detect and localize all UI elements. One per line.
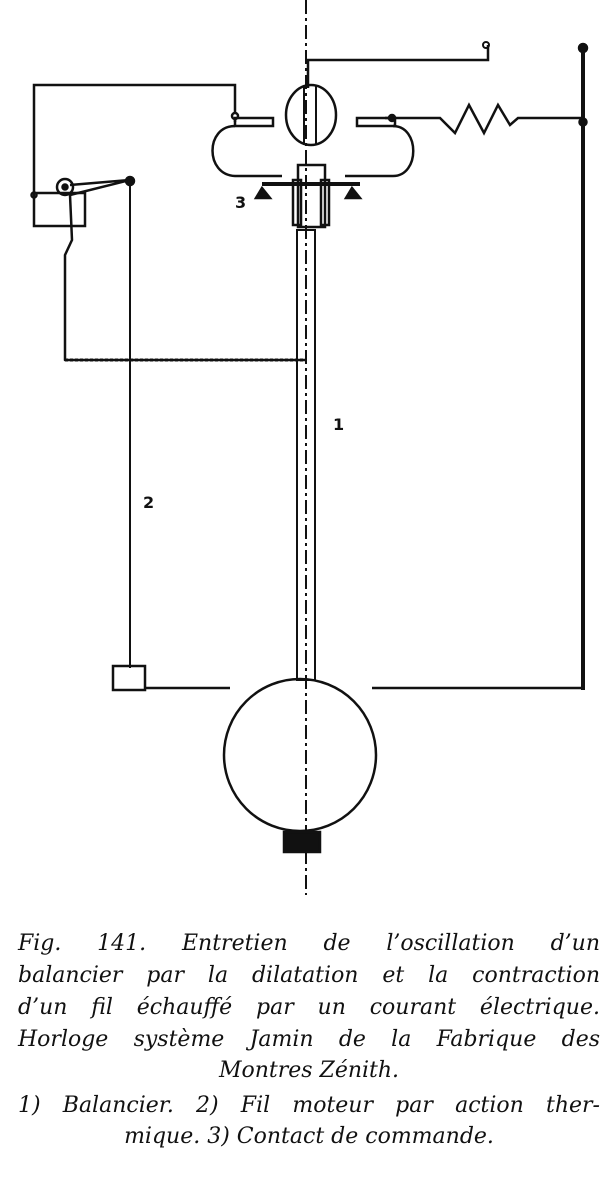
pendulum-diagram: 1 2 3 <box>30 0 589 895</box>
caption-line-1: Fig. 141. Entretien de l’oscillation d’u… <box>18 931 600 956</box>
left-wire <box>32 83 237 195</box>
pivot <box>55 177 75 197</box>
label-1: 1 <box>333 415 344 434</box>
right-contact-bar <box>355 116 397 128</box>
caption-line-7: mique. 3) Contact de commande. <box>124 1124 494 1149</box>
caption-line-4: Horloge système Jamin de la Fabrique des <box>18 1027 600 1052</box>
lever <box>63 178 305 362</box>
left-box <box>32 191 87 228</box>
right-horseshoe <box>345 124 415 178</box>
caption-line-5: Montres Zénith. <box>218 1058 400 1083</box>
left-horseshoe <box>211 124 282 178</box>
caption-line-2: balancier par la dilatation et la contra… <box>18 963 600 988</box>
left-contact-bar <box>233 116 275 128</box>
top-wire <box>306 45 490 88</box>
contact-block <box>296 163 327 229</box>
bob-nut <box>282 830 322 854</box>
center-coil <box>284 83 338 147</box>
pendulum-bob <box>222 677 378 833</box>
caption-line-6: 1) Balancier. 2) Fil moteur par action t… <box>18 1093 600 1118</box>
contact-screw-right <box>343 185 363 200</box>
label-2: 2 <box>143 493 154 512</box>
label-3: 3 <box>235 193 246 212</box>
wire-anchor <box>111 664 147 692</box>
contact-screw-left <box>253 185 273 200</box>
caption-line-3: d’un fil échauffé par un courant électri… <box>18 995 600 1020</box>
resistor <box>385 102 583 136</box>
